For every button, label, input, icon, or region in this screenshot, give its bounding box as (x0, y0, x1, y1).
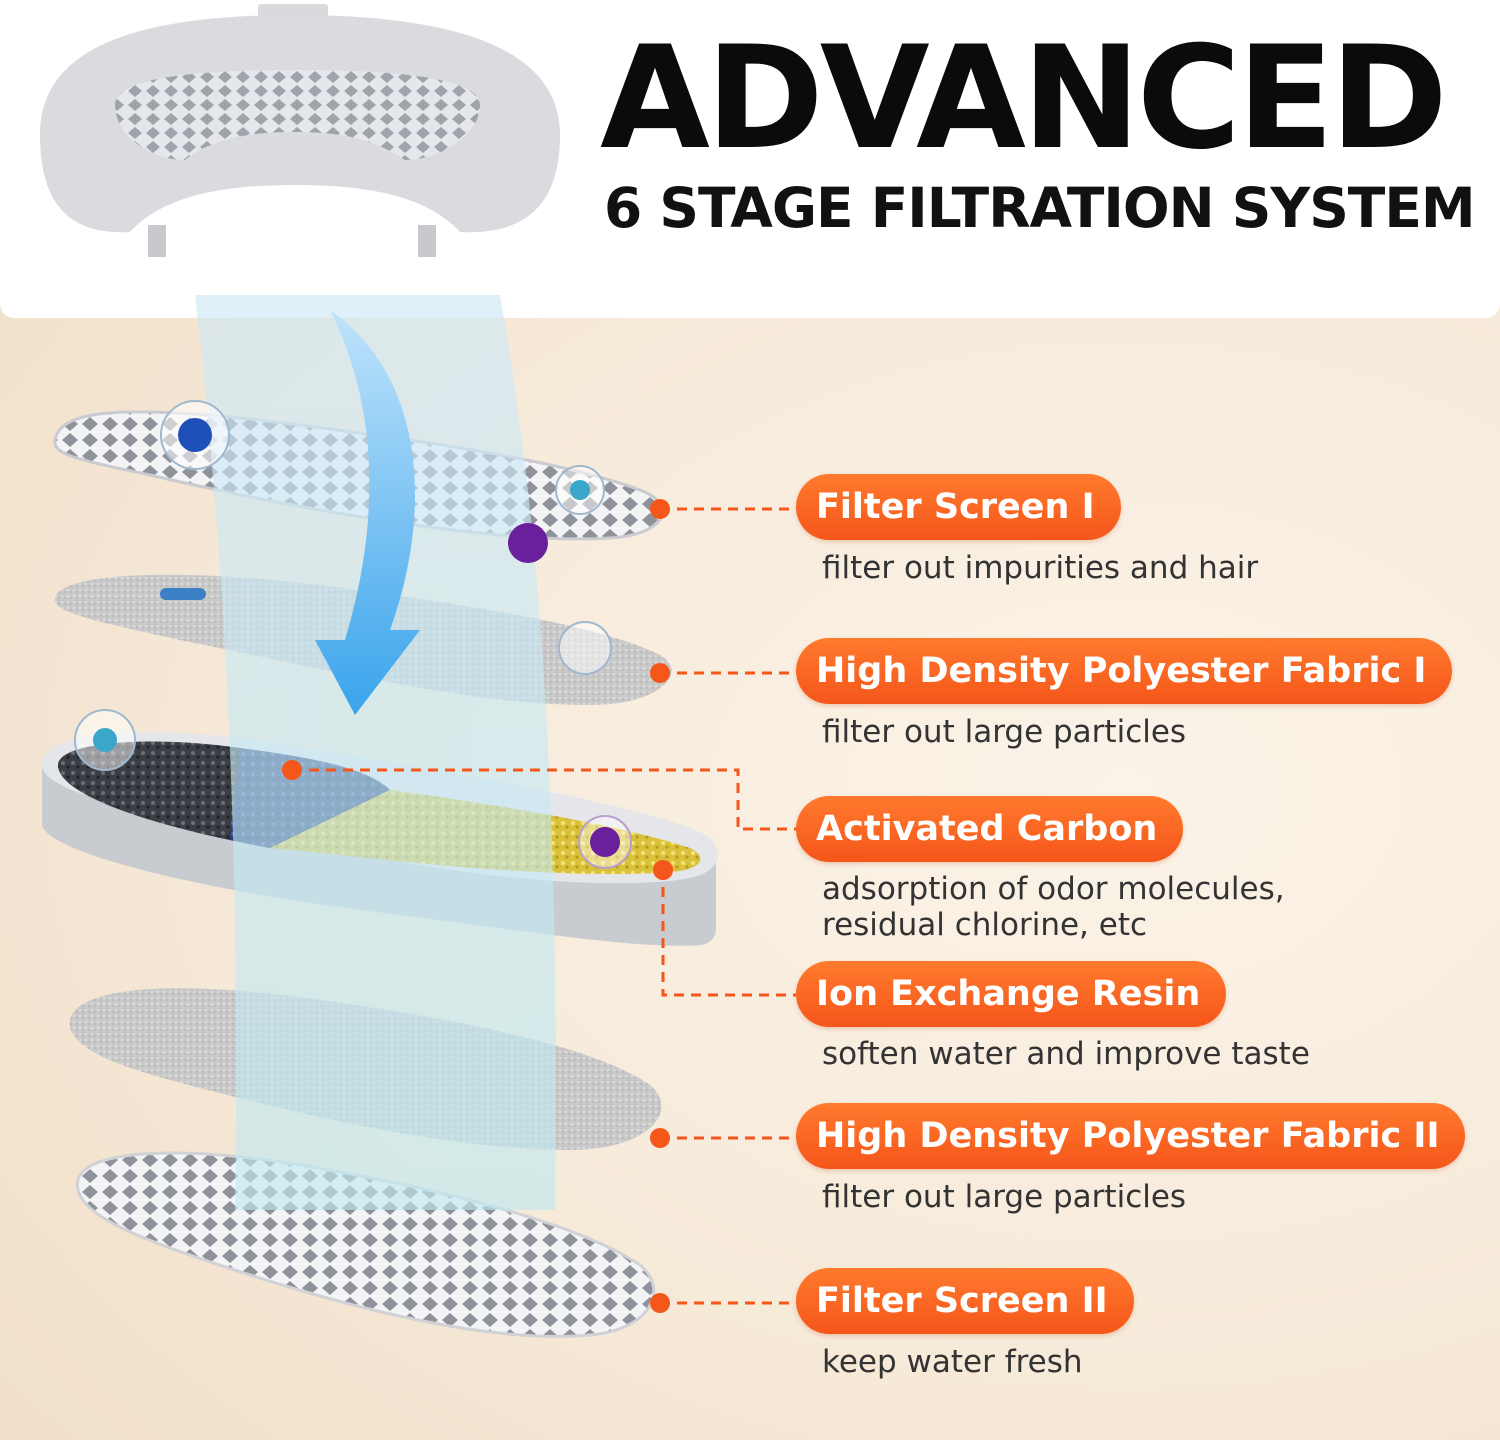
water-flow-beam (195, 295, 556, 1210)
leader-lines (292, 507, 796, 1305)
stage-desc-filter-screen-1: filter out impurities and hair (822, 550, 1259, 586)
stage-label-activated-carbon: Activated Carbon (796, 796, 1184, 862)
stage-desc-polyester-fabric-1: filter out large particles (822, 714, 1187, 750)
page-title: ADVANCED (600, 16, 1448, 181)
stage-desc-activated-carbon: adsorption of odor molecules, residual c… (822, 871, 1285, 943)
cartridge-lid (40, 4, 560, 257)
page-subtitle: 6 STAGE FILTRATION SYSTEM (604, 176, 1476, 240)
bubble-particle-icons (74, 400, 632, 869)
stage-label-polyester-fabric-2: High Density Polyester Fabric II (796, 1103, 1466, 1169)
flow-arrow-icon (315, 310, 420, 715)
stage-desc-ion-exchange-resin: soften water and improve taste (822, 1036, 1310, 1072)
stage-label-polyester-fabric-1: High Density Polyester Fabric I (796, 638, 1453, 704)
stage-desc-filter-screen-2: keep water fresh (822, 1344, 1083, 1380)
stage-label-filter-screen-2: Filter Screen II (796, 1268, 1134, 1334)
stage-desc-polyester-fabric-2: filter out large particles (822, 1179, 1187, 1215)
stage-label-ion-exchange-resin: Ion Exchange Resin (796, 961, 1227, 1027)
stage-label-filter-screen-1: Filter Screen I (796, 474, 1121, 540)
leader-dots (282, 499, 673, 1313)
